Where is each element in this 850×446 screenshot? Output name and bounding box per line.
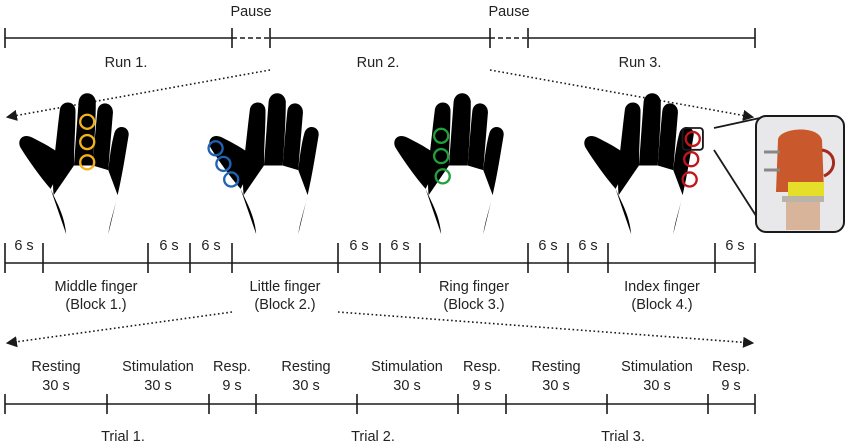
gap-label: 6 s [201, 238, 220, 254]
phase-name: Resting [531, 359, 580, 375]
stim-ring-little [215, 155, 232, 173]
phase-name: Resp. [213, 359, 251, 375]
zoom-line-bottom [713, 149, 761, 223]
block4-number: (Block 4.) [631, 297, 692, 313]
stim-ring-ring [434, 168, 451, 185]
trial-label: Trial 1. [101, 429, 145, 445]
block1-number: (Block 1.) [65, 297, 126, 313]
hand-middle-finger [19, 93, 129, 235]
block3-number: (Block 3.) [443, 297, 504, 313]
gap-label: 6 s [725, 238, 744, 254]
stimulator-device-photo [755, 115, 845, 233]
expand-arrow-right [337, 311, 755, 348]
gap-label: 6 s [14, 238, 33, 254]
run2-label: Run 2. [357, 55, 400, 71]
block1-name: Middle finger [54, 279, 137, 295]
phase-duration: 9 s [721, 378, 740, 394]
phase-name: Stimulation [371, 359, 443, 375]
gap-label: 6 s [538, 238, 557, 254]
stim-ring-middle [79, 133, 96, 151]
phase-name: Resp. [712, 359, 750, 375]
run3-label: Run 3. [619, 55, 662, 71]
phase-duration: 30 s [393, 378, 420, 394]
pause1-label: Pause [230, 4, 271, 20]
block2-number: (Block 2.) [254, 297, 315, 313]
gap-label: 6 s [159, 238, 178, 254]
phase-name: Resting [31, 359, 80, 375]
trial-label: Trial 2. [351, 429, 395, 445]
phase-name: Resting [281, 359, 330, 375]
hand-ring-finger [394, 93, 504, 235]
stim-ring-ring [432, 147, 450, 165]
phase-name: Resp. [463, 359, 501, 375]
stim-ring-index [681, 171, 698, 188]
run1-label: Run 1. [105, 55, 148, 71]
trial-label: Trial 3. [601, 429, 645, 445]
stim-ring-middle [79, 113, 96, 130]
gap-label: 6 s [578, 238, 597, 254]
block4-name: Index finger [624, 279, 700, 295]
phase-duration: 30 s [144, 378, 171, 394]
phase-duration: 30 s [643, 378, 670, 394]
stim-ring-little [223, 171, 240, 188]
phase-duration: 9 s [472, 378, 491, 394]
stim-ring-middle [79, 154, 96, 171]
runs-row: Pause Pause Run 1. Run 2. Run 3. [4, 4, 756, 121]
block2-name: Little finger [250, 279, 321, 295]
hand-little-finger [207, 93, 319, 235]
phase-duration: 30 s [42, 378, 69, 394]
stim-ring-little [207, 140, 224, 157]
zoom-line-top [713, 117, 761, 129]
phase-duration: 30 s [542, 378, 569, 394]
stim-ring-index [684, 130, 701, 148]
gap-label: 6 s [349, 238, 368, 254]
gap-label: 6 s [390, 238, 409, 254]
stim-ring-ring [432, 127, 450, 144]
hand-index-finger [584, 93, 704, 235]
phase-name: Stimulation [122, 359, 194, 375]
block3-name: Ring finger [439, 279, 509, 295]
expand-arrow-left [5, 311, 233, 348]
expand-arrow-right [489, 69, 755, 121]
stim-ring-index [683, 151, 700, 168]
trials-row: Resting 30 s Stimulation 30 s Resp. 9 s … [4, 359, 756, 445]
highlight-box [681, 127, 704, 151]
pause2-label: Pause [488, 4, 529, 20]
phase-name: Stimulation [621, 359, 693, 375]
phase-duration: 30 s [292, 378, 319, 394]
expand-arrow-left [5, 69, 271, 121]
blocks-row: 6 s 6 s 6 s 6 s 6 s 6 s 6 s 6 s Middle f… [4, 238, 756, 348]
phase-duration: 9 s [222, 378, 241, 394]
